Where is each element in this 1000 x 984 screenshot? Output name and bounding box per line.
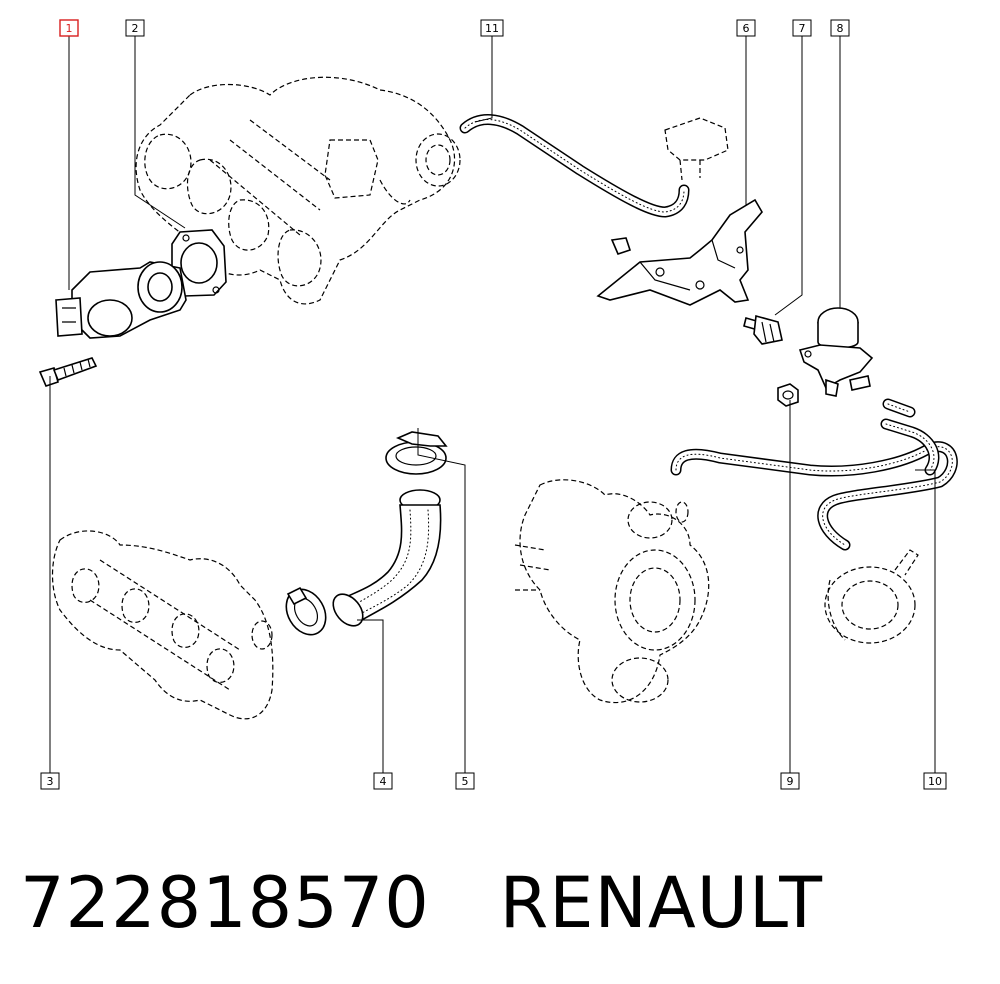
callout-3: 3	[40, 772, 60, 790]
callout-8: 8	[830, 19, 850, 37]
callout-6: 6	[736, 19, 756, 37]
vacuum-pump-ghost	[824, 549, 919, 644]
part-5-clamp-upper	[385, 431, 448, 475]
part-11-vacuum-line	[459, 114, 690, 218]
callout-10: 10	[923, 772, 947, 790]
footer-caption: 722818570 RENAULT	[20, 858, 980, 958]
callout-7: 7	[792, 19, 812, 37]
callout-4: 4	[373, 772, 393, 790]
part-4-egr-pipe	[332, 489, 442, 627]
leader-lines	[49, 36, 936, 773]
callout-5: 5	[455, 772, 475, 790]
part-3-bolt	[38, 357, 98, 387]
exhaust-manifold-ghost	[51, 530, 274, 720]
part-1-egr-valve	[55, 261, 187, 339]
part-6-bracket	[596, 198, 763, 306]
part-5-clamp-lower	[285, 586, 327, 636]
callout-1-label: 1	[66, 22, 73, 35]
callout-2-label: 2	[132, 22, 139, 35]
part-8-solenoid-valve	[798, 307, 874, 397]
callout-4-label: 4	[380, 775, 387, 788]
callout-9-label: 9	[787, 775, 794, 788]
callout-6-label: 6	[743, 22, 750, 35]
callout-7-label: 7	[799, 22, 806, 35]
turbocharger-ghost	[514, 479, 710, 704]
callout-9: 9	[780, 772, 800, 790]
part-10-vacuum-hoses	[670, 398, 958, 551]
part-9-nut	[777, 383, 799, 407]
brand-name: RENAULT	[499, 862, 824, 944]
callout-11-label: 11	[485, 22, 499, 35]
intake-manifold-ghost	[135, 76, 461, 305]
part-7-sensor	[743, 314, 783, 345]
callout-3-label: 3	[47, 775, 54, 788]
callout-1: 1	[59, 19, 79, 37]
callout-5-label: 5	[462, 775, 469, 788]
sensor-bracket-ghost	[664, 117, 729, 181]
callout-2: 2	[125, 19, 145, 37]
part-number: 722818570	[20, 862, 430, 944]
callout-8-label: 8	[837, 22, 844, 35]
part-2-gasket	[171, 229, 227, 297]
callout-10-label: 10	[928, 775, 942, 788]
callout-11: 11	[480, 19, 504, 37]
